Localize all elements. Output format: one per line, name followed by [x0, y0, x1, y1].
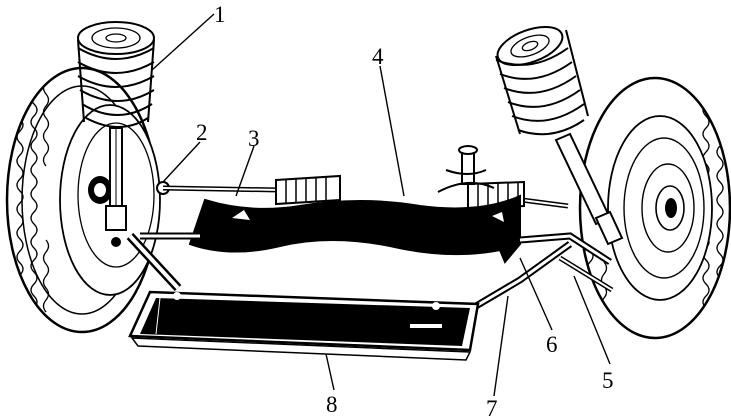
right-coil-spring [495, 25, 624, 246]
subframe-plate [128, 290, 480, 361]
leader-4 [379, 65, 405, 197]
callout-8: 8 [326, 392, 338, 417]
callout-4: 4 [372, 44, 384, 69]
callout-7: 7 [486, 396, 498, 419]
leader-5 [573, 275, 611, 365]
crossmember [188, 194, 521, 264]
leader-7 [493, 295, 509, 397]
callout-6: 6 [546, 332, 558, 357]
left-lower-arm [126, 232, 200, 292]
leader-6 [519, 257, 553, 331]
leader-8 [325, 353, 335, 391]
callout-1: 1 [214, 2, 226, 27]
leader-1 [151, 13, 215, 71]
right-lower-arms [474, 232, 614, 310]
callout-labels: 1 2 3 4 5 6 7 8 [196, 2, 614, 419]
tie-rods [162, 185, 569, 209]
steering-pinion [437, 145, 495, 193]
leader-2 [162, 141, 201, 183]
left-boot [275, 174, 341, 206]
leader-lines [151, 13, 611, 397]
callout-5: 5 [602, 368, 614, 393]
callout-3: 3 [248, 126, 260, 151]
callout-2: 2 [196, 120, 208, 145]
left-coil-spring [77, 21, 155, 247]
leader-3 [235, 145, 255, 197]
